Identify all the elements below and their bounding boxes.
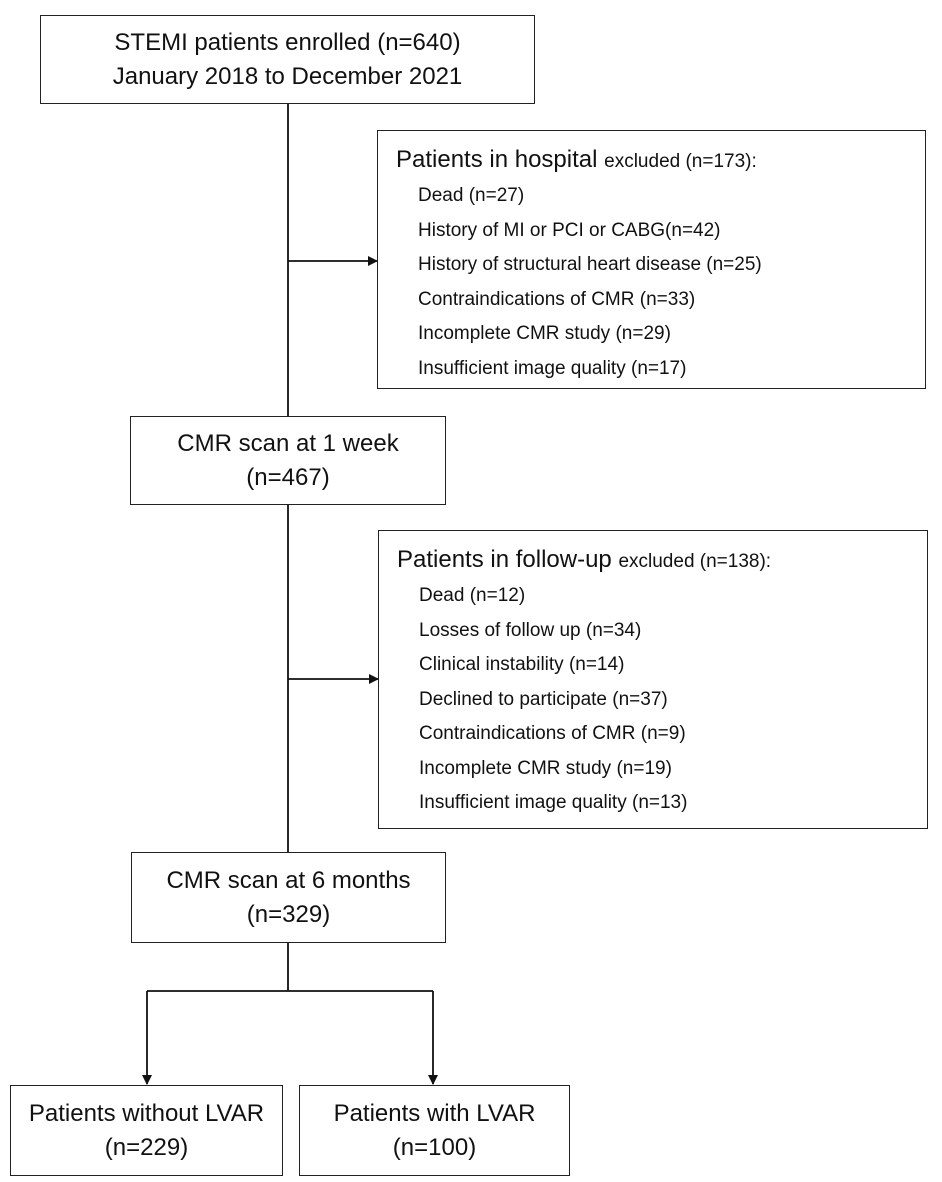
followup-exclusion-item: Clinical instability (n=14): [419, 654, 625, 675]
hospital-exclusion-item: Insufficient image quality (n=17): [418, 357, 687, 379]
followup-exclusion-item: Contraindications of CMR (n=9): [419, 723, 686, 744]
scan-6months-box: CMR scan at 6 months (n=329): [131, 852, 446, 943]
scan-1week-label: CMR scan at 1 week: [177, 429, 399, 457]
hospital-exclusion-box: Patients in hospital excluded (n=173): D…: [377, 130, 926, 389]
hospital-exclusion-item: Contraindications of CMR (n=33): [418, 288, 696, 310]
followup-exclusion-title-main: Patients in follow-up: [397, 546, 612, 573]
scan-6months-label: CMR scan at 6 months: [166, 866, 411, 894]
hospital-exclusion-item: History of MI or PCI or CABG(n=42): [418, 219, 721, 241]
hospital-exclusion-list: Dead (n=27) History of MI or PCI or CABG…: [378, 179, 925, 386]
enrolled-box: STEMI patients enrolled (n=640) January …: [40, 15, 535, 104]
followup-exclusion-item: Incomplete CMR study (n=19): [419, 757, 672, 779]
without-lvar-box: Patients without LVAR (n=229): [10, 1085, 283, 1176]
without-lvar-label: Patients without LVAR: [28, 1099, 265, 1127]
followup-exclusion-item: Insufficient image quality (n=13): [419, 792, 688, 813]
followup-exclusion-box: Patients in follow-up excluded (n=138): …: [378, 530, 928, 829]
hospital-exclusion-title-main: Patients in hospital: [396, 146, 598, 173]
with-lvar-label: Patients with LVAR: [333, 1099, 536, 1127]
enrolled-count-label: STEMI patients enrolled (n=640): [114, 28, 461, 56]
followup-exclusion-list: Dead (n=12) Losses of follow up (n=34) C…: [379, 579, 927, 821]
scan-6months-count: (n=329): [246, 900, 331, 928]
without-lvar-count: (n=229): [104, 1133, 189, 1161]
followup-exclusion-title: Patients in follow-up excluded (n=138):: [397, 543, 927, 579]
hospital-exclusion-title: Patients in hospital excluded (n=173):: [396, 143, 925, 179]
hospital-exclusion-title-suffix: excluded (n=173):: [604, 151, 757, 172]
with-lvar-box: Patients with LVAR (n=100): [299, 1085, 570, 1176]
with-lvar-count: (n=100): [392, 1133, 477, 1161]
scan-1week-count: (n=467): [246, 463, 330, 491]
followup-exclusion-item: Losses of follow up (n=34): [419, 619, 642, 641]
scan-1week-box: CMR scan at 1 week (n=467): [130, 416, 446, 505]
enrolled-period-label: January 2018 to December 2021: [112, 62, 463, 90]
hospital-exclusion-item: History of structural heart disease (n=2…: [418, 254, 762, 275]
followup-exclusion-item: Dead (n=12): [419, 585, 526, 606]
followup-exclusion-item: Declined to participate (n=37): [419, 688, 668, 710]
hospital-exclusion-item: Incomplete CMR study (n=29): [418, 323, 671, 344]
hospital-exclusion-item: Dead (n=27): [418, 185, 525, 206]
followup-exclusion-title-suffix: excluded (n=138):: [618, 551, 772, 572]
